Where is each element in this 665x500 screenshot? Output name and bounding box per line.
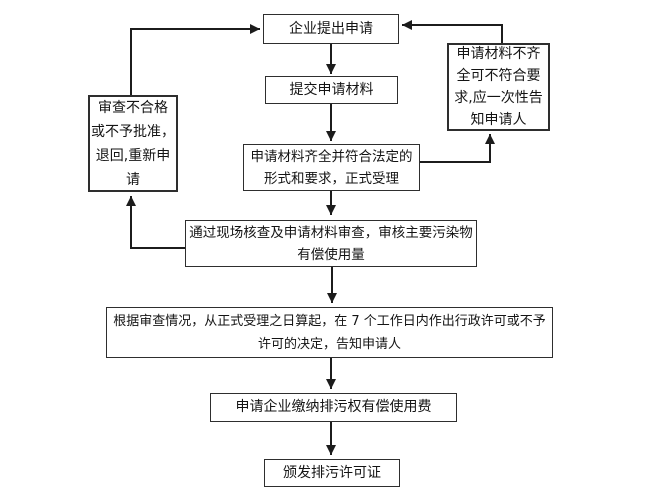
arrow-review-to-reject <box>126 196 185 249</box>
node-payment: 申请企业缴纳排污权有偿使用费 <box>210 393 457 422</box>
arrow-accept-to-incomplete <box>420 134 495 163</box>
node-reject-loop: 审查不合格 或不予批准， 退回,重新申 请 <box>88 95 178 192</box>
arrow-reject-to-apply <box>130 24 260 95</box>
node-submit: 提交申请材料 <box>265 76 398 104</box>
node-apply: 企业提出申请 <box>263 14 399 44</box>
node-decision: 根据审查情况，从正式受理之日算起，在 7 个工作日内作出行政许可或不予 许可的决… <box>106 307 553 358</box>
arrow-incomplete-to-apply <box>402 20 503 43</box>
node-accept: 申请材料齐全并符合法定的 形式和要求，正式受理 <box>243 144 420 191</box>
node-incomplete-notice: 申请材料不齐 全可不符合要 求,应一次性告 知申请人 <box>447 43 550 131</box>
node-review: 通过现场核查及申请材料审查，审核主要污染物 有偿使用量 <box>185 220 477 267</box>
node-issue: 颁发排污许可证 <box>264 459 400 487</box>
